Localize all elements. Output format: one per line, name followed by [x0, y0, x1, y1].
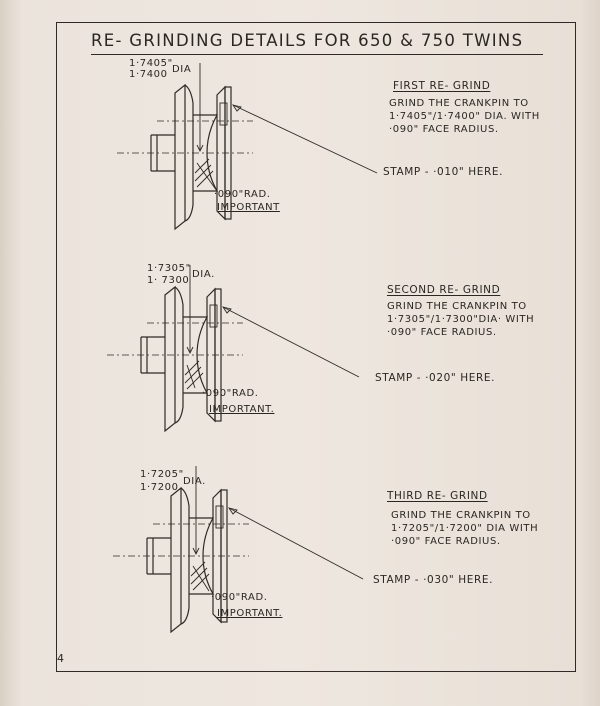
crankpin-section-3	[113, 466, 364, 634]
dia-lower-2: 1· 7300	[147, 275, 190, 286]
important-note-2: IMPORTANT.	[209, 404, 275, 415]
page-title: RE- GRINDING DETAILS FOR 650 & 750 TWINS	[91, 31, 524, 50]
important-note-3: IMPORTANT.	[217, 608, 283, 619]
title-underline	[91, 54, 543, 56]
grind-line-3-1: ·090" FACE RADIUS.	[389, 124, 499, 135]
crankpin-section-2	[107, 265, 360, 433]
stamp-leader-1	[232, 104, 378, 174]
fillet-hatch-1	[194, 158, 214, 188]
radius-note-2: ·090"RAD.	[202, 388, 259, 399]
dia-arrow-2	[186, 346, 194, 355]
drawing-sheet: RE- GRINDING DETAILS FOR 650 & 750 TWINS…	[56, 22, 576, 672]
grind-line-2-3: 1·7205"/1·7200" DIA WITH	[391, 523, 539, 534]
grind-line-1-1: GRIND THE CRANKPIN TO	[389, 98, 529, 109]
shaft-stub-2	[140, 336, 165, 374]
dia-unit-1: DIA	[172, 64, 192, 75]
stamp-arrowhead-3	[227, 507, 238, 515]
stamp-box-2	[209, 304, 218, 328]
stamp-box-3	[215, 505, 224, 529]
grind-line-2-1: 1·7405"/1·7400" DIA. WITH	[389, 111, 540, 122]
page-number: 4	[57, 652, 65, 665]
web-left-1	[174, 83, 194, 231]
fillet-hatch-2	[184, 360, 204, 390]
stamp-leader-2	[222, 306, 360, 378]
radius-leader-2	[186, 364, 196, 389]
important-note-1: IMPORTANT	[217, 202, 280, 213]
dia-lower-3: 1·7200	[140, 482, 179, 493]
dia-unit-3: DIA.	[183, 476, 206, 487]
stamp-box-1	[219, 102, 228, 126]
stamp-leader-3	[228, 507, 364, 580]
grind-line-2-2: 1·7305"/1·7300"DIA· WITH	[387, 314, 535, 325]
dia-lower-1: 1·7400	[129, 69, 168, 80]
radius-leader-3	[192, 565, 210, 592]
grind-line-3-3: ·090" FACE RADIUS.	[391, 536, 501, 547]
dia-unit-2: DIA.	[192, 269, 215, 280]
dia-arrow-3	[192, 547, 200, 556]
web-left-3	[170, 486, 190, 634]
dia-upper-1: 1·7405"	[129, 58, 173, 69]
grind-heading-1: FIRST RE- GRIND	[393, 80, 491, 92]
radius-note-1: ·090"RAD.	[214, 189, 271, 200]
shaft-stub-3	[146, 537, 171, 575]
grind-line-3-2: ·090" FACE RADIUS.	[387, 327, 497, 338]
stamp-arrowhead-1	[231, 104, 242, 112]
radius-note-3: ·090"RAD.	[211, 592, 268, 603]
stamp-arrowhead-2	[221, 306, 232, 314]
shaft-stub-1	[150, 134, 175, 172]
grind-heading-3: THIRD RE- GRIND	[387, 490, 488, 502]
grind-line-1-2: GRIND THE CRANKPIN TO	[387, 301, 527, 312]
dia-arrow-1	[196, 144, 204, 153]
stamp-label-3: STAMP - ·030" HERE.	[373, 574, 494, 586]
grind-heading-2: SECOND RE- GRIND	[387, 284, 501, 296]
stamp-label-2: STAMP - ·020" HERE.	[375, 372, 496, 384]
fillet-hatch-3	[190, 561, 210, 591]
web-left-2	[164, 285, 184, 433]
crankpin-drawings	[107, 63, 378, 634]
grind-line-1-3: GRIND THE CRANKPIN TO	[391, 510, 531, 521]
radius-leader-1	[196, 162, 218, 192]
dia-upper-2: 1·7305"	[147, 263, 191, 274]
stamp-label-1: STAMP - ·010" HERE.	[383, 166, 504, 178]
dia-upper-3: 1·7205"	[140, 469, 184, 480]
crankpin-section-1	[117, 63, 378, 231]
